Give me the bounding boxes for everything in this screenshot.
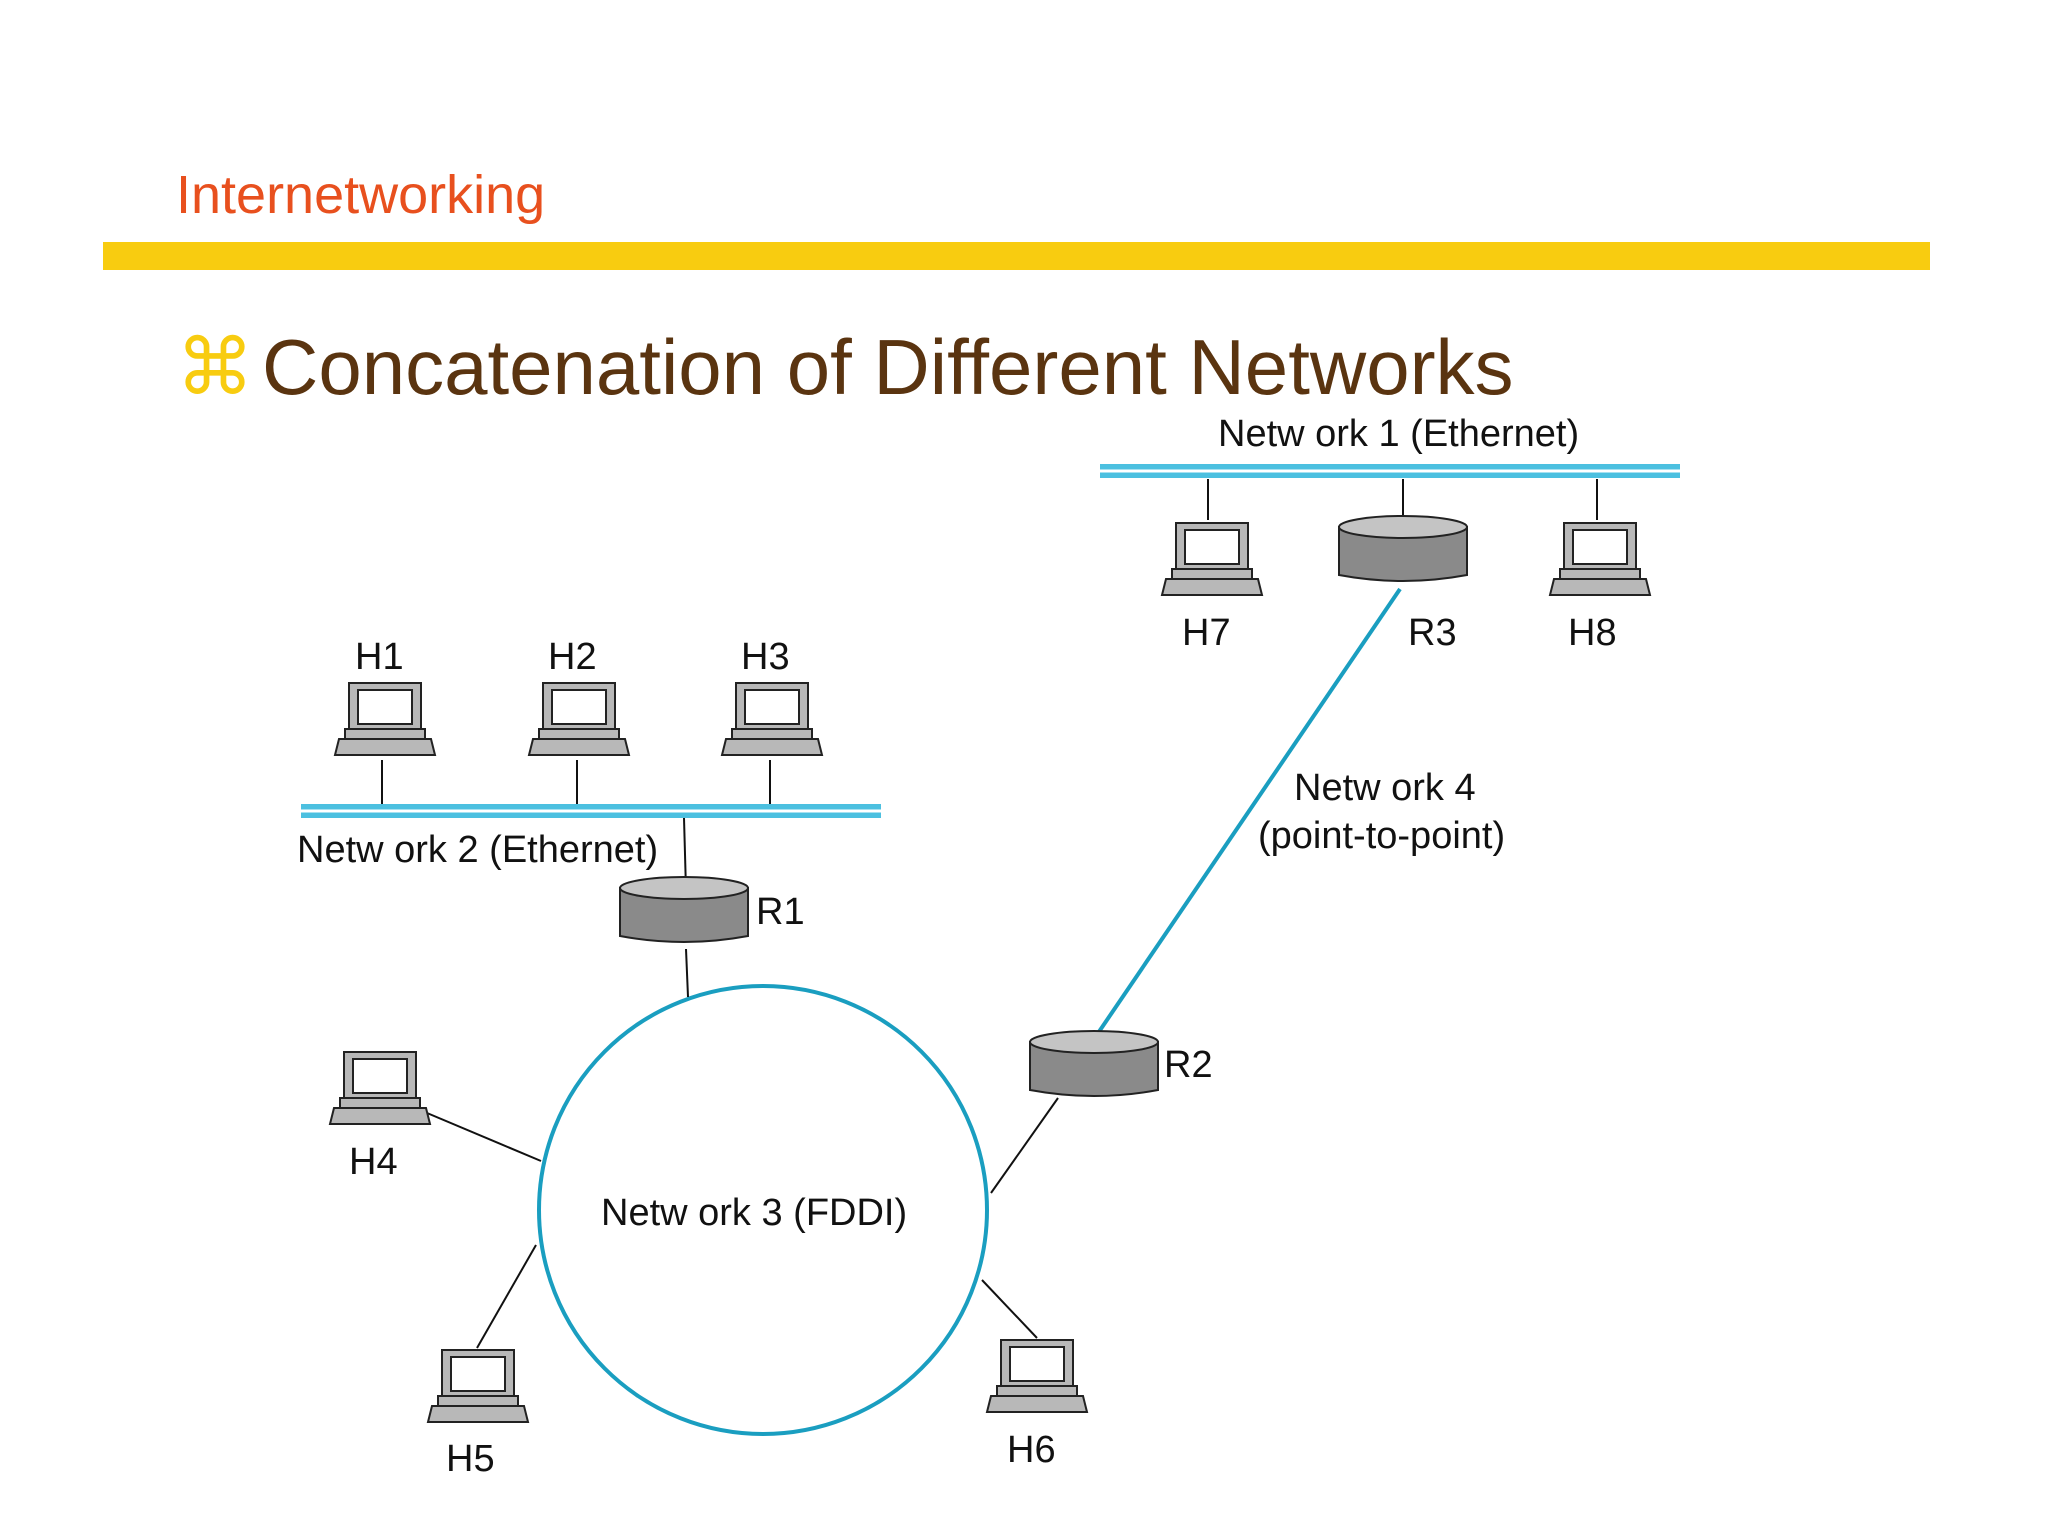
host-h7-icon (1161, 522, 1263, 596)
heading-text: Concatenation of Different Networks (262, 323, 1514, 411)
host-h8-icon (1549, 522, 1651, 596)
command-bullet-icon: ⌘ (176, 323, 254, 411)
host-h2-icon (528, 682, 630, 756)
host-h4-label: H4 (349, 1141, 398, 1183)
connection-lines (381, 479, 1598, 1349)
router-r3-label: R3 (1408, 612, 1457, 654)
network-2-label: Netw ork 2 (Ethernet) (297, 829, 658, 871)
host-h1-icon (334, 682, 436, 756)
router-r2-label: R2 (1164, 1044, 1213, 1086)
network-3-label: Netw ork 3 (FDDI) (601, 1192, 907, 1234)
host-h5-label: H5 (446, 1438, 495, 1480)
accent-bar (103, 242, 1930, 270)
router-r1-icon (619, 876, 749, 943)
network-3-ring (537, 984, 989, 1436)
network-1-label: Netw ork 1 (Ethernet) (1218, 413, 1579, 455)
host-h2-label: H2 (548, 636, 597, 678)
slide-heading: ⌘Concatenation of Different Networks (176, 322, 1514, 413)
host-h4-icon (329, 1051, 431, 1125)
section-title: Internetworking (176, 165, 546, 225)
host-h6-icon (986, 1339, 1088, 1413)
host-h6-label: H6 (1007, 1429, 1056, 1471)
network-4-label-line2: (point-to-point) (1258, 815, 1505, 857)
host-h8-label: H8 (1568, 612, 1617, 654)
router-r3-icon (1338, 515, 1468, 582)
host-h1-label: H1 (355, 636, 404, 678)
host-h3-label: H3 (741, 636, 790, 678)
host-h5-icon (427, 1349, 529, 1423)
router-r1-label: R1 (756, 891, 805, 933)
host-h7-label: H7 (1182, 612, 1231, 654)
router-r2-icon (1029, 1030, 1159, 1097)
host-h3-icon (721, 682, 823, 756)
network-4-link (1090, 587, 1402, 1044)
network-4-label-line1: Netw ork 4 (1294, 767, 1476, 809)
